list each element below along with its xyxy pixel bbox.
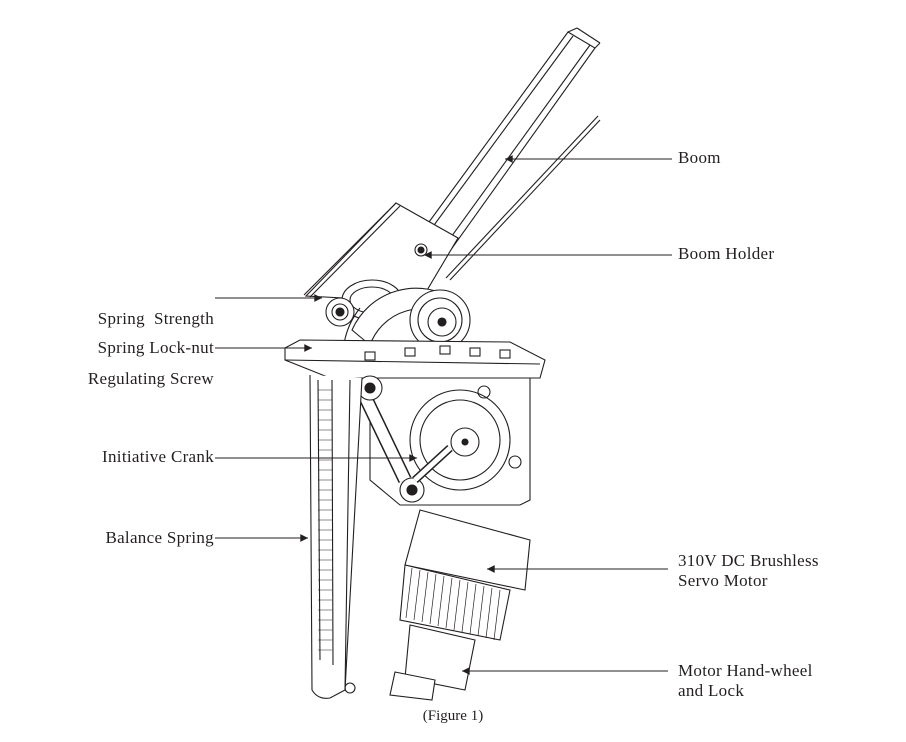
label-spring-strength-line1: Spring Strength <box>97 309 214 328</box>
boom-part <box>409 27 601 281</box>
label-balance-spring: Balance Spring <box>105 528 214 548</box>
servo-motor-part <box>389 509 531 701</box>
base-plate <box>284 339 546 379</box>
label-hand-wheel-line2: and Lock <box>678 681 745 700</box>
label-servo-motor: 310V DC Brushless Servo Motor <box>678 551 819 591</box>
figure-caption: (Figure 1) <box>422 708 484 724</box>
label-hand-wheel-line1: Motor Hand-wheel <box>678 661 813 680</box>
label-boom-holder: Boom Holder <box>678 244 774 264</box>
pulley-part <box>325 279 471 381</box>
label-spring-strength-screw: Spring Strength Regulating Screw <box>88 269 214 409</box>
label-spring-strength-line2: Regulating Screw <box>87 369 214 388</box>
label-boom-holder-text: Boom Holder <box>678 244 775 263</box>
label-boom: Boom <box>678 148 721 168</box>
label-spring-lock-nut: Spring Lock-nut <box>98 338 214 358</box>
label-balance-spring-text: Balance Spring <box>105 528 214 547</box>
label-boom-text: Boom <box>678 148 721 167</box>
crank-link <box>351 375 453 503</box>
label-servo-motor-line2: Servo Motor <box>678 571 768 590</box>
label-motor-hand-wheel: Motor Hand-wheel and Lock <box>678 661 813 701</box>
label-servo-motor-line1: 310V DC Brushless <box>678 551 819 570</box>
label-spring-lock-nut-text: Spring Lock-nut <box>97 338 214 357</box>
label-initiative-crank-text: Initiative Crank <box>102 447 214 466</box>
label-initiative-crank: Initiative Crank <box>102 447 214 467</box>
boom-holder-part <box>303 202 459 303</box>
balance-spring-part <box>309 374 363 699</box>
